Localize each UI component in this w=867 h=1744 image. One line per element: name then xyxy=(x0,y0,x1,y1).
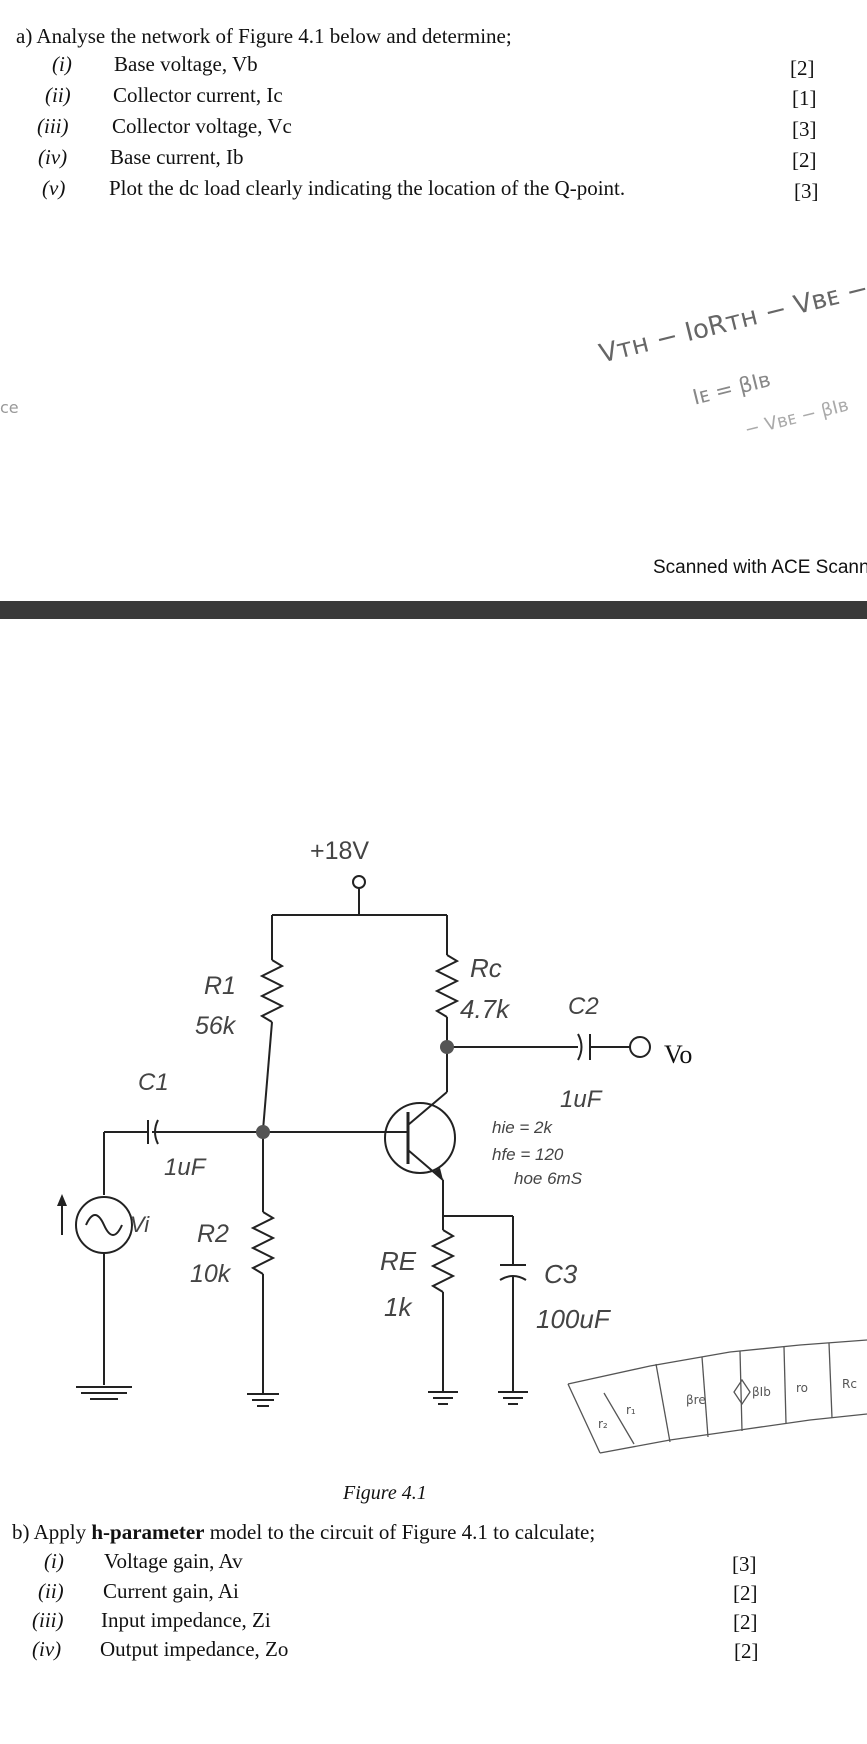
part-a-item-1-mark: [2] xyxy=(790,56,815,80)
re-value: 1k xyxy=(384,1292,413,1322)
part-b-item-1-mark: [3] xyxy=(732,1552,757,1576)
junction-collector xyxy=(440,1040,454,1054)
junction-base xyxy=(256,1125,270,1139)
c2-value: 1uF xyxy=(560,1086,603,1113)
part-b-item-2-mark: [2] xyxy=(733,1581,758,1605)
part-a-item-2-mark: [1] xyxy=(792,86,817,110)
hie-label: hie = 2k xyxy=(492,1118,554,1137)
part-a-intro: a) Analyse the network of Figure 4.1 bel… xyxy=(16,24,512,48)
part-b-item-3-num: (iii) xyxy=(32,1608,64,1632)
re-label: RE xyxy=(380,1246,417,1276)
c2-label: C2 xyxy=(568,993,599,1020)
scan-watermark: Scanned with ACE Scann xyxy=(653,557,867,578)
part-a-item-5-mark: [3] xyxy=(794,179,819,203)
hfe-label: hfe = 120 xyxy=(492,1145,564,1164)
part-b-item-4-text: Output impedance, Zo xyxy=(100,1637,289,1661)
r2-label: R2 xyxy=(197,1220,229,1248)
part-b-item-4-mark: [2] xyxy=(734,1639,759,1663)
margin-handwriting: ce xyxy=(0,398,19,417)
rc-value: 4.7k xyxy=(460,994,511,1024)
c3-label: C3 xyxy=(544,1259,578,1289)
supply-label: +18V xyxy=(310,837,369,865)
sketch-label-r1: r₁ xyxy=(626,1403,636,1417)
part-b-intro-pre: b) Apply xyxy=(12,1520,92,1544)
vo-label: Vo xyxy=(664,1040,692,1069)
npn-transistor-icon xyxy=(384,1102,456,1174)
part-a-item-3-num: (iii) xyxy=(37,114,69,138)
part-b-item-3-mark: [2] xyxy=(733,1610,758,1634)
part-a-item-4-num: (iv) xyxy=(38,145,68,169)
c1-label: C1 xyxy=(138,1069,169,1096)
part-a-item-2-num: (ii) xyxy=(45,83,71,107)
rc-label: Rc xyxy=(470,953,502,983)
part-b-intro: b) Apply h-parameter model to the circui… xyxy=(12,1520,595,1545)
sketch-label-r2: r₂ xyxy=(598,1417,608,1431)
sketch-label-source: βIb xyxy=(752,1385,771,1399)
part-a-item-1-text: Base voltage, Vb xyxy=(114,52,258,76)
part-a-item-1-num: (i) xyxy=(52,52,72,76)
vi-arrow-icon xyxy=(57,1194,67,1206)
part-b-item-2-text: Current gain, Ai xyxy=(103,1579,239,1603)
c3-value: 100uF xyxy=(536,1304,612,1334)
figure-caption: Figure 4.1 xyxy=(343,1482,427,1504)
re-resistor-icon xyxy=(430,1229,456,1293)
c1-value: 1uF xyxy=(164,1154,207,1181)
r1-value: 56k xyxy=(195,1012,237,1040)
sketch-label-rbe: βre xyxy=(686,1393,706,1407)
part-a-item-5-text: Plot the dc load clearly indicating the … xyxy=(109,176,626,200)
hoe-label: hoe 6mS xyxy=(514,1169,583,1188)
part-a-item-3-mark: [3] xyxy=(792,117,817,141)
supply-terminal-icon xyxy=(352,875,366,889)
part-b-item-1-num: (i) xyxy=(44,1549,64,1573)
ground-icon-r2 xyxy=(247,1393,279,1407)
c2-capacitor-icon xyxy=(577,1033,591,1061)
r1-label: R1 xyxy=(204,972,236,1000)
part-a-item-4-text: Base current, Ib xyxy=(110,145,244,169)
part-b-item-4-num: (iv) xyxy=(32,1637,62,1661)
vi-label: Vi xyxy=(130,1212,150,1237)
r1-resistor-icon xyxy=(259,959,285,1023)
sketch-label-rc: Rc xyxy=(842,1377,857,1391)
part-a-item-3-text: Collector voltage, Vc xyxy=(112,114,292,138)
part-a-item-2-text: Collector current, Ic xyxy=(113,83,283,107)
page-divider xyxy=(0,601,867,619)
sketch-label-ro: ro xyxy=(796,1381,808,1395)
ground-icon-re xyxy=(428,1391,458,1405)
part-b-intro-post: model to the circuit of Figure 4.1 to ca… xyxy=(204,1520,596,1544)
rc-resistor-icon xyxy=(434,954,460,1018)
ground-icon-source xyxy=(76,1386,132,1400)
vo-terminal-icon xyxy=(629,1036,651,1058)
r2-resistor-icon xyxy=(250,1211,276,1275)
part-b-intro-bold: h-parameter xyxy=(91,1520,205,1544)
part-a-item-5-num: (v) xyxy=(42,176,66,200)
part-b-item-1-text: Voltage gain, Av xyxy=(104,1549,243,1573)
part-b-item-2-num: (ii) xyxy=(38,1579,64,1603)
r2-value: 10k xyxy=(190,1260,232,1288)
equivalent-circuit-sketch xyxy=(567,1339,867,1454)
part-a-item-4-mark: [2] xyxy=(792,148,817,172)
part-b-item-3-text: Input impedance, Zi xyxy=(101,1608,271,1632)
ground-icon-c3 xyxy=(498,1391,528,1405)
emitter-arrow-icon xyxy=(433,1168,443,1180)
